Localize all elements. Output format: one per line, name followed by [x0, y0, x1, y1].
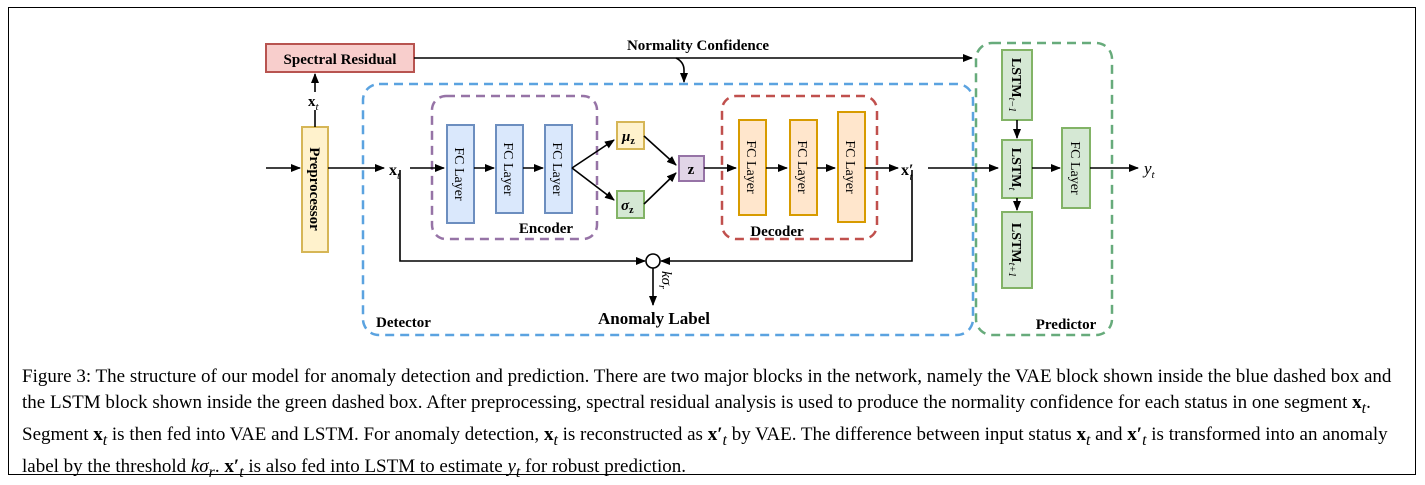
lstm-prev-label: LSTMt−1 — [1006, 58, 1023, 112]
xt-label: xt — [389, 162, 401, 182]
enc-to-sigma-arrow — [571, 167, 615, 201]
decoder-fc-3 — [837, 111, 866, 223]
decoder-fc-1 — [738, 119, 767, 216]
yt-label: yt — [1142, 159, 1156, 181]
detector-box — [361, 82, 975, 337]
decoder-label: Decoder — [750, 224, 804, 240]
mu-box — [616, 121, 645, 150]
encoder-fc-2 — [495, 124, 524, 214]
predictor-fc-box — [1061, 127, 1091, 209]
figure-caption: Figure 3: The structure of our model for… — [22, 366, 1392, 481]
xt-to-compare-arrow — [399, 170, 646, 265]
anomaly-label: Anomaly Label — [598, 309, 710, 328]
detector-label: Detector — [376, 315, 431, 331]
enc-to-mu-arrow — [571, 139, 615, 169]
encoder-fc-3-label: FC Layer — [549, 142, 564, 196]
predictor-label: Predictor — [1036, 317, 1097, 333]
lstm-next-label: LSTMt+1 — [1006, 223, 1023, 277]
lstm-cur-label: LSTMt — [1006, 148, 1023, 191]
decoder-fc-2-label: FC Layer — [794, 140, 809, 194]
sigma-label: σz — [621, 198, 634, 216]
k-sigma-label: kσr — [656, 271, 674, 289]
confidence-to-detector-arrow — [675, 57, 688, 83]
figure-frame — [8, 7, 1416, 475]
preprocessor-box — [301, 126, 329, 253]
sigma-to-z-arrow — [643, 172, 677, 205]
encoder-label: Encoder — [519, 221, 574, 237]
mu-label: μz — [621, 129, 635, 147]
compare-node — [645, 253, 661, 269]
sigma-box — [616, 190, 645, 219]
decoder-box — [720, 94, 879, 241]
xprime-to-compare-arrow — [660, 170, 913, 265]
decoder-fc-1-label: FC Layer — [743, 140, 758, 194]
preprocessor-label: Preprocessor — [306, 147, 322, 231]
encoder-fc-1-label: FC Layer — [451, 147, 466, 201]
predictor-box — [974, 41, 1114, 337]
xt-label-top: xt — [308, 94, 320, 113]
normality-confidence-label: Normality Confidence — [627, 38, 769, 54]
z-label: z — [688, 162, 695, 178]
spectral-residual-label: Spectral Residual — [284, 52, 397, 68]
decoder-fc-2 — [789, 119, 818, 216]
decoder-fc-3-label: FC Layer — [842, 140, 857, 194]
predictor-fc-label: FC Layer — [1067, 141, 1082, 195]
lstm-cur-box — [1001, 139, 1033, 199]
encoder-fc-1 — [446, 124, 475, 224]
mu-to-z-arrow — [643, 135, 677, 166]
lstm-next-box — [1001, 211, 1033, 289]
encoder-fc-3 — [544, 124, 573, 214]
encoder-fc-2-label: FC Layer — [500, 142, 515, 196]
